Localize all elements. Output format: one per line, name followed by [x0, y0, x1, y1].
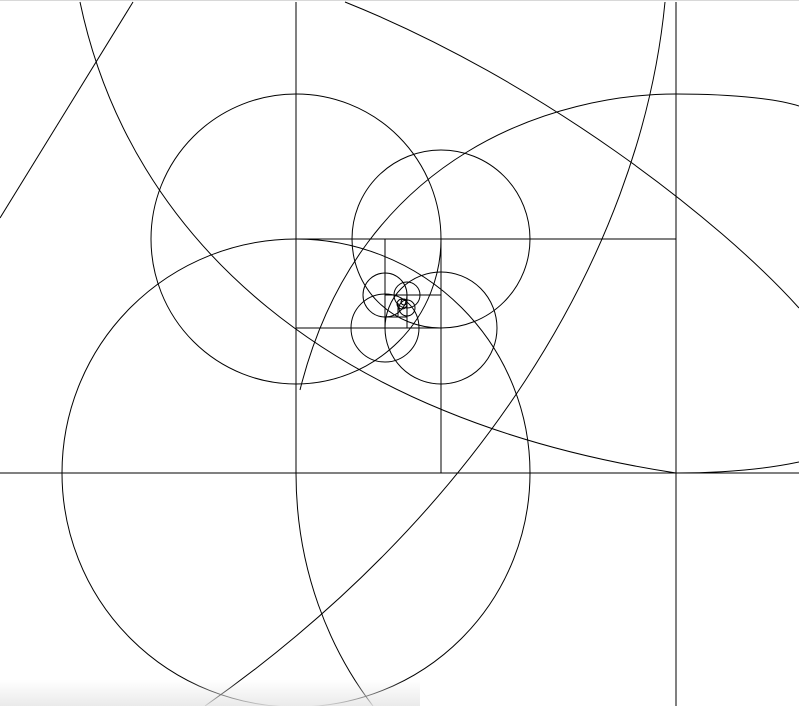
circle-medium-upper — [351, 149, 531, 329]
circle-left-large — [150, 93, 442, 385]
rect-large — [295, 238, 677, 474]
circle-bottom-large — [61, 238, 531, 706]
circle-small-upper — [362, 272, 408, 318]
arc-right-ellipse — [299, 93, 799, 391]
arc-left-lower — [295, 472, 374, 706]
rect-tiny — [384, 294, 442, 329]
circle-tiny-3 — [396, 298, 408, 310]
rect-medium — [295, 238, 442, 474]
arc-top-left-sweep — [79, 1, 677, 474]
circle-tiny-4 — [400, 298, 408, 306]
circle-tiny-1 — [393, 281, 421, 309]
circle-small-left — [350, 293, 420, 363]
arc-big-spiral — [204, 1, 666, 706]
circle-medium-lower — [384, 271, 498, 385]
arc-top-right-sweep — [344, 1, 799, 309]
diagonal-line-topleft — [0, 1, 134, 219]
top-border — [0, 0, 799, 1]
arc-right-bottom — [675, 461, 799, 474]
